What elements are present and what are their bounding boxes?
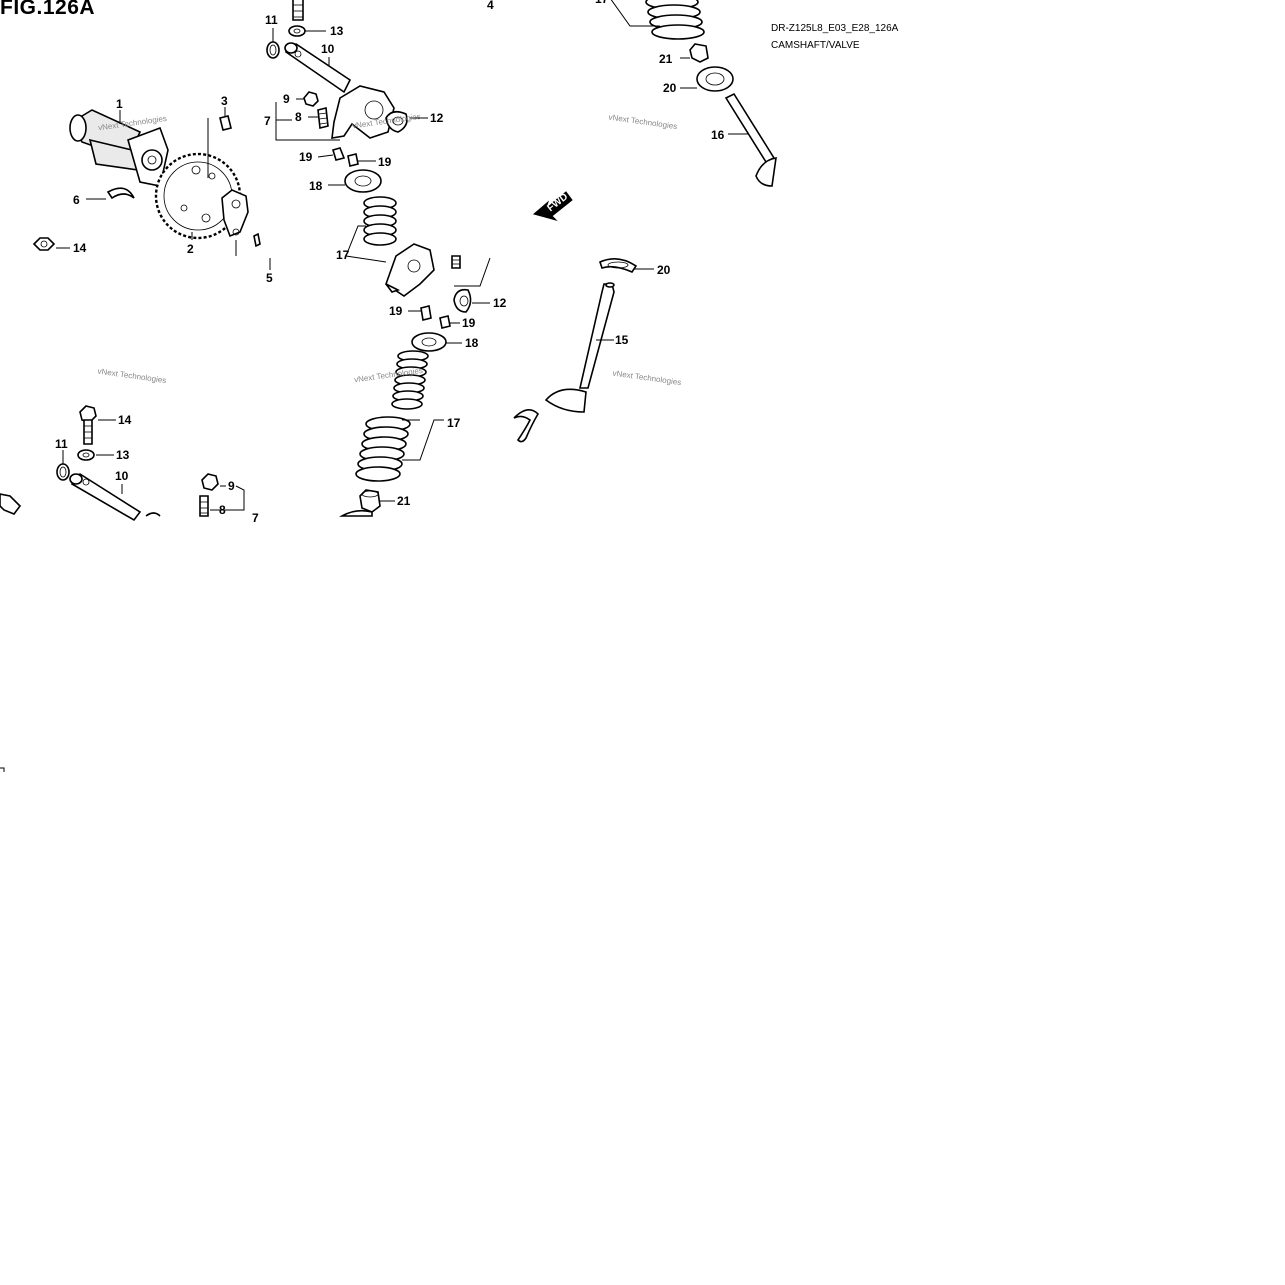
part-o-ring-upper[interactable] <box>266 41 280 59</box>
forward-direction-arrow: FWD <box>532 191 573 221</box>
callout-7-lower: 7 <box>252 511 259 525</box>
callout-11-lower: 11 <box>55 437 68 451</box>
callout-labels: 1 3 6 2 5 14 4 11 13 10 9 7 8 12 19 19 1… <box>55 0 725 525</box>
callout-13-upper: 13 <box>330 24 344 38</box>
part-valve-stem-seal-lower[interactable] <box>359 489 381 513</box>
figure-title: FIG.126A <box>0 0 96 19</box>
callout-19-a: 19 <box>299 150 313 164</box>
part-spring-seat-middle[interactable] <box>599 258 638 274</box>
part-rocker-arm-upper[interactable] <box>331 85 395 139</box>
figure-code: DR-Z125L8_E03_E28_126A <box>771 23 899 34</box>
part-exhaust-valve[interactable] <box>724 92 777 187</box>
callout-14-upper: 14 <box>73 241 87 255</box>
corner-mark <box>0 767 5 772</box>
part-spring-retainer-lower[interactable] <box>411 332 447 352</box>
callout-21-lower: 21 <box>397 494 411 508</box>
part-spring-seat-lower[interactable] <box>338 509 373 517</box>
part-washer-upper[interactable] <box>288 25 306 37</box>
part-bolt-lower[interactable] <box>79 405 97 445</box>
watermark-3: vNext Technologies <box>608 113 678 132</box>
callout-8-lower: 8 <box>219 503 226 517</box>
part-washer-lower[interactable] <box>77 449 95 461</box>
callout-18-upper: 18 <box>309 179 323 193</box>
callout-18-lower: 18 <box>465 336 479 350</box>
callout-1: 1 <box>116 97 123 111</box>
callout-11-upper: 11 <box>265 13 278 27</box>
callout-14-lower: 14 <box>118 413 132 427</box>
callout-19-b: 19 <box>378 155 392 169</box>
part-cotter-upper[interactable] <box>332 147 359 167</box>
callout-4: 4 <box>487 0 494 12</box>
callout-19-d: 19 <box>462 316 476 330</box>
watermark-6: vNext Technologies <box>612 369 682 388</box>
part-adjusting-nut-upper[interactable] <box>303 91 319 107</box>
part-adjusting-screw-lower[interactable] <box>451 255 461 269</box>
watermark-4: vNext Technologies <box>97 367 167 386</box>
callout-2: 2 <box>187 242 194 256</box>
callout-20-upper: 20 <box>663 81 677 95</box>
part-decomp-lever[interactable] <box>221 189 261 248</box>
part-rocker-shaft-lower[interactable] <box>69 472 161 522</box>
part-rocker-pad-upper[interactable] <box>385 110 408 133</box>
part-nut-flange-upper[interactable] <box>32 237 56 251</box>
callout-17-b: 17 <box>447 416 461 430</box>
callout-9-lower: 9 <box>228 479 235 493</box>
callout-6: 6 <box>73 193 80 207</box>
part-dowel-pin[interactable] <box>207 115 232 178</box>
part-rocker-shaft-upper[interactable] <box>284 42 352 94</box>
part-o-ring-lower[interactable] <box>56 463 70 481</box>
part-valve-stem-seal-right[interactable] <box>689 43 709 63</box>
callout-13-lower: 13 <box>116 448 130 462</box>
part-cotter-lower[interactable] <box>420 305 451 329</box>
part-spring-seat-right[interactable] <box>696 66 734 92</box>
part-adjusting-screw-upper[interactable] <box>317 107 329 129</box>
callout-17-c: 17 <box>595 0 609 6</box>
callout-17-a: 17 <box>336 248 350 262</box>
callout-3: 3 <box>221 94 228 108</box>
part-inner-valve-spring[interactable] <box>391 350 429 410</box>
part-circlip[interactable] <box>106 187 135 200</box>
callout-19-c: 19 <box>389 304 403 318</box>
callout-7-upper: 7 <box>264 114 271 128</box>
callout-9-upper: 9 <box>283 92 290 106</box>
callout-5: 5 <box>266 271 273 285</box>
callout-16: 16 <box>711 128 725 142</box>
part-camshaft[interactable] <box>69 109 169 187</box>
part-spring-retainer-upper[interactable] <box>344 169 382 193</box>
part-edge-fragment <box>0 493 22 515</box>
callout-12-upper: 12 <box>430 111 444 125</box>
callout-21-upper: 21 <box>659 52 673 66</box>
callout-10-lower: 10 <box>115 469 129 483</box>
part-valve-spring-upper[interactable] <box>363 196 397 246</box>
part-rocker-pad-lower[interactable] <box>453 288 472 313</box>
callout-8-upper: 8 <box>295 110 302 124</box>
callout-15: 15 <box>615 333 629 347</box>
part-intake-valve[interactable] <box>544 282 615 413</box>
callout-10-upper: 10 <box>321 42 335 56</box>
part-outer-valve-spring[interactable] <box>355 416 411 482</box>
leader-lines <box>56 0 748 511</box>
part-valve-spring-right[interactable] <box>645 0 705 40</box>
part-adjusting-screw-lower-left[interactable] <box>199 495 209 517</box>
callout-12-lower: 12 <box>493 296 507 310</box>
part-adjusting-nut-lower[interactable] <box>201 473 219 491</box>
figure-name: CAMSHAFT/VALVE <box>771 40 860 51</box>
callout-20-lower: 20 <box>657 263 671 277</box>
part-bolt-upper[interactable] <box>292 0 304 21</box>
part-cotter-middle[interactable] <box>513 409 540 443</box>
part-rocker-arm-lower[interactable] <box>385 243 435 297</box>
